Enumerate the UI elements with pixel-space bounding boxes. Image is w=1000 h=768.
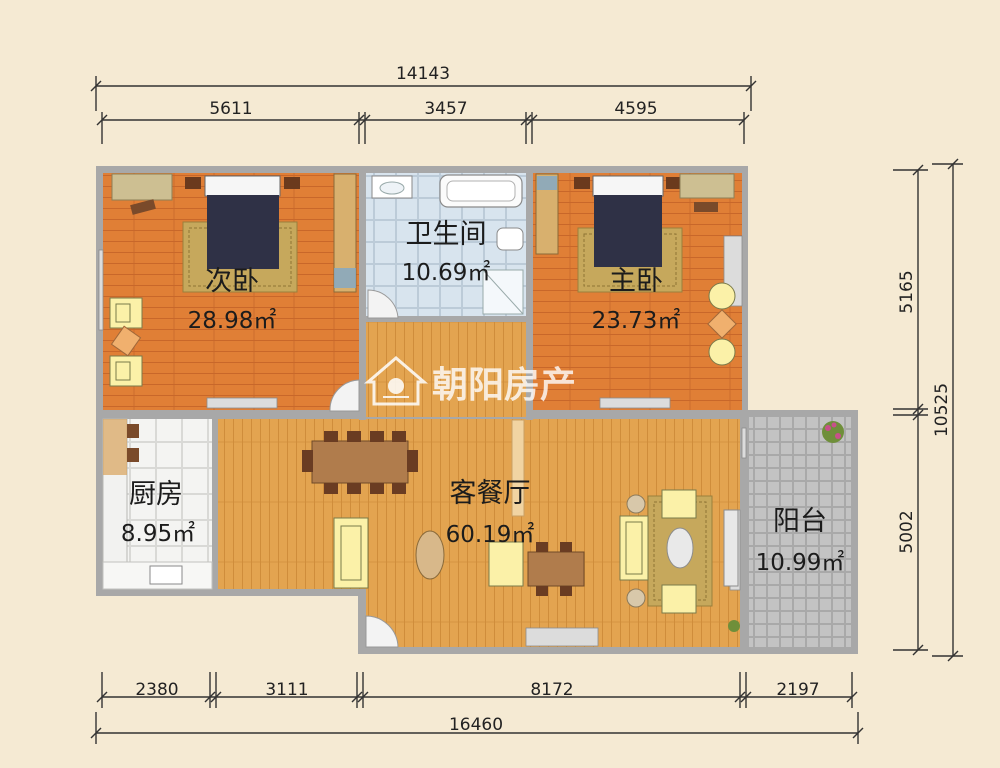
sofa-icon xyxy=(488,541,524,587)
right-dimension-lines xyxy=(893,158,963,662)
tv-wall xyxy=(511,419,525,517)
sofa-icon xyxy=(333,517,369,589)
right-dimension-1: 5165 xyxy=(897,270,917,313)
top-dimension-1: 5611 xyxy=(209,99,252,119)
bed-headboard xyxy=(204,175,281,197)
balcony-items xyxy=(822,421,844,443)
armchair-icon xyxy=(661,489,697,519)
bottom-dimension-4: 2197 xyxy=(776,680,819,700)
balcony-area: 10.99㎡ xyxy=(756,550,845,576)
top-dimension-3: 4595 xyxy=(614,99,657,119)
bed-icon xyxy=(594,195,662,267)
bottom-total-dimension: 16460 xyxy=(449,715,503,735)
exterior-notch xyxy=(96,596,358,656)
round-table xyxy=(415,530,445,580)
watermark-text: 朝阳房产 xyxy=(432,365,576,406)
bottom-dimension-lines xyxy=(90,672,864,744)
house-sun-logo-icon xyxy=(363,356,429,406)
tv-cabinet xyxy=(723,509,739,587)
dresser xyxy=(679,173,735,199)
armchair-icon xyxy=(661,584,697,614)
living-dining-furniture xyxy=(302,419,740,632)
top-total-dimension: 14143 xyxy=(396,64,450,84)
wardrobe xyxy=(333,173,357,293)
right-total-dimension: 10525 xyxy=(932,383,952,437)
bed-icon xyxy=(207,195,279,269)
dining-table-icon xyxy=(311,440,409,484)
bathroom-door xyxy=(367,289,399,319)
bathroom-fixtures xyxy=(371,174,524,315)
dresser xyxy=(111,173,173,201)
second-bedroom-name: 次卧 xyxy=(205,266,259,297)
toilet-icon xyxy=(496,227,524,251)
living-dining-area: 60.19㎡ xyxy=(446,522,535,548)
interior-walls xyxy=(103,170,749,650)
balcony-name: 阳台 xyxy=(773,506,827,537)
notch-wall-vertical xyxy=(358,589,365,654)
kitchen-area: 8.95㎡ xyxy=(121,521,195,547)
entrance-door xyxy=(365,615,399,648)
kitchen-name: 厨房 xyxy=(129,479,183,510)
bottom-dimension-1: 2380 xyxy=(135,680,178,700)
notch-wall xyxy=(96,589,365,596)
right-dimension-2: 5002 xyxy=(897,510,917,553)
master-bedroom-name: 主卧 xyxy=(609,266,663,297)
coffee-table xyxy=(666,527,694,569)
living-dining-name: 客餐厅 xyxy=(450,478,531,509)
hallway-floor xyxy=(366,321,526,417)
sofa-icon xyxy=(619,515,649,581)
top-dimension-2: 3457 xyxy=(424,99,467,119)
bottom-dimension-2: 3111 xyxy=(265,680,308,700)
second-bedroom-furniture xyxy=(109,173,357,387)
bottom-dimension-3: 8172 xyxy=(530,680,573,700)
master-bedroom-furniture xyxy=(535,173,737,366)
second-bedroom-area: 28.98㎡ xyxy=(188,308,277,334)
top-dimension-lines xyxy=(90,76,757,144)
master-bedroom-area: 23.73㎡ xyxy=(592,308,681,334)
bed-headboard xyxy=(592,175,664,197)
bathroom-name: 卫生间 xyxy=(406,219,487,250)
wardrobe xyxy=(535,173,559,255)
second-bedroom-door xyxy=(329,379,360,412)
kitchen-fixtures xyxy=(102,418,213,590)
bathroom-area: 10.69㎡ xyxy=(402,260,491,286)
balcony-floor xyxy=(749,417,851,647)
